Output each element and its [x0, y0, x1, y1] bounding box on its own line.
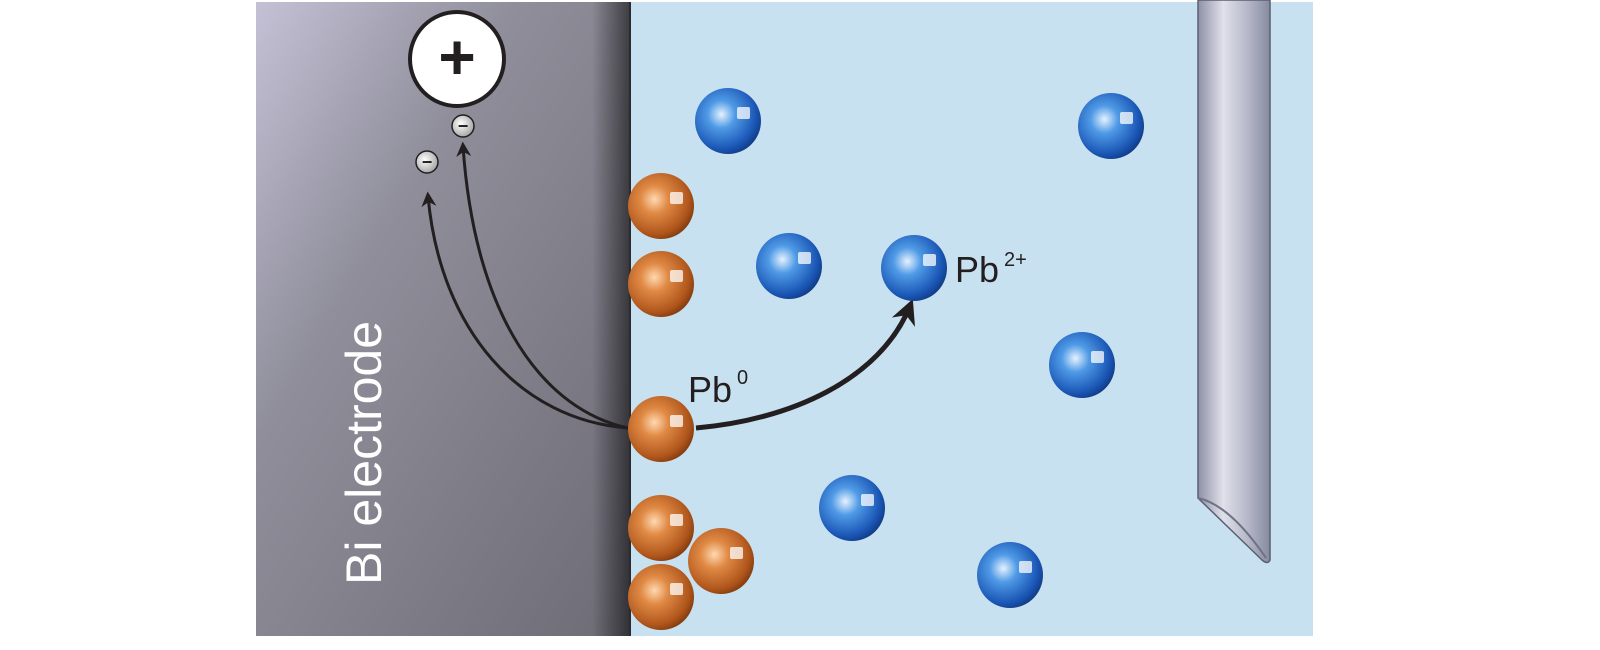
pb2-particle: [881, 235, 947, 301]
particle-highlights: [670, 107, 1133, 595]
pb2-particle: [756, 233, 822, 299]
electron-icon: −: [415, 150, 439, 174]
pb2-particle: [977, 542, 1043, 608]
electron-arrows: [421, 141, 629, 430]
hole-plus-icon: +: [408, 10, 506, 108]
needle-probe: [1197, 0, 1271, 564]
svg-text:2+: 2+: [1004, 249, 1027, 271]
electron-arrow-1: [421, 191, 629, 430]
pb0-particle: [628, 251, 694, 317]
pb2-label: Pb 2+: [955, 249, 1027, 290]
pb0-particles: [628, 173, 754, 630]
svg-text:Pb: Pb: [955, 249, 999, 290]
pb0-particle: [688, 528, 754, 594]
plus-symbol: +: [438, 21, 475, 93]
pb2-particle: [1078, 93, 1144, 159]
oxidation-arrow: [695, 299, 915, 431]
electron-arrow-2: [456, 141, 629, 430]
pb0-particle: [628, 564, 694, 630]
svg-text:0: 0: [737, 367, 748, 389]
pb2-particle: [819, 475, 885, 541]
svg-text:−: −: [458, 116, 469, 136]
electron-icon: −: [451, 114, 475, 138]
svg-text:Pb: Pb: [688, 369, 732, 410]
pb0-particle: [628, 495, 694, 561]
svg-text:−: −: [422, 152, 433, 172]
pb0-particle: [628, 396, 694, 462]
pb0-label: Pb 0: [688, 367, 748, 410]
pb0-particle: [628, 173, 694, 239]
pb2-particles: [695, 88, 1144, 608]
pb2-particle: [1049, 332, 1115, 398]
pb2-particle: [695, 88, 761, 154]
bi-electrode: [256, 2, 631, 636]
electrode-label: Bi electrode: [336, 321, 392, 585]
